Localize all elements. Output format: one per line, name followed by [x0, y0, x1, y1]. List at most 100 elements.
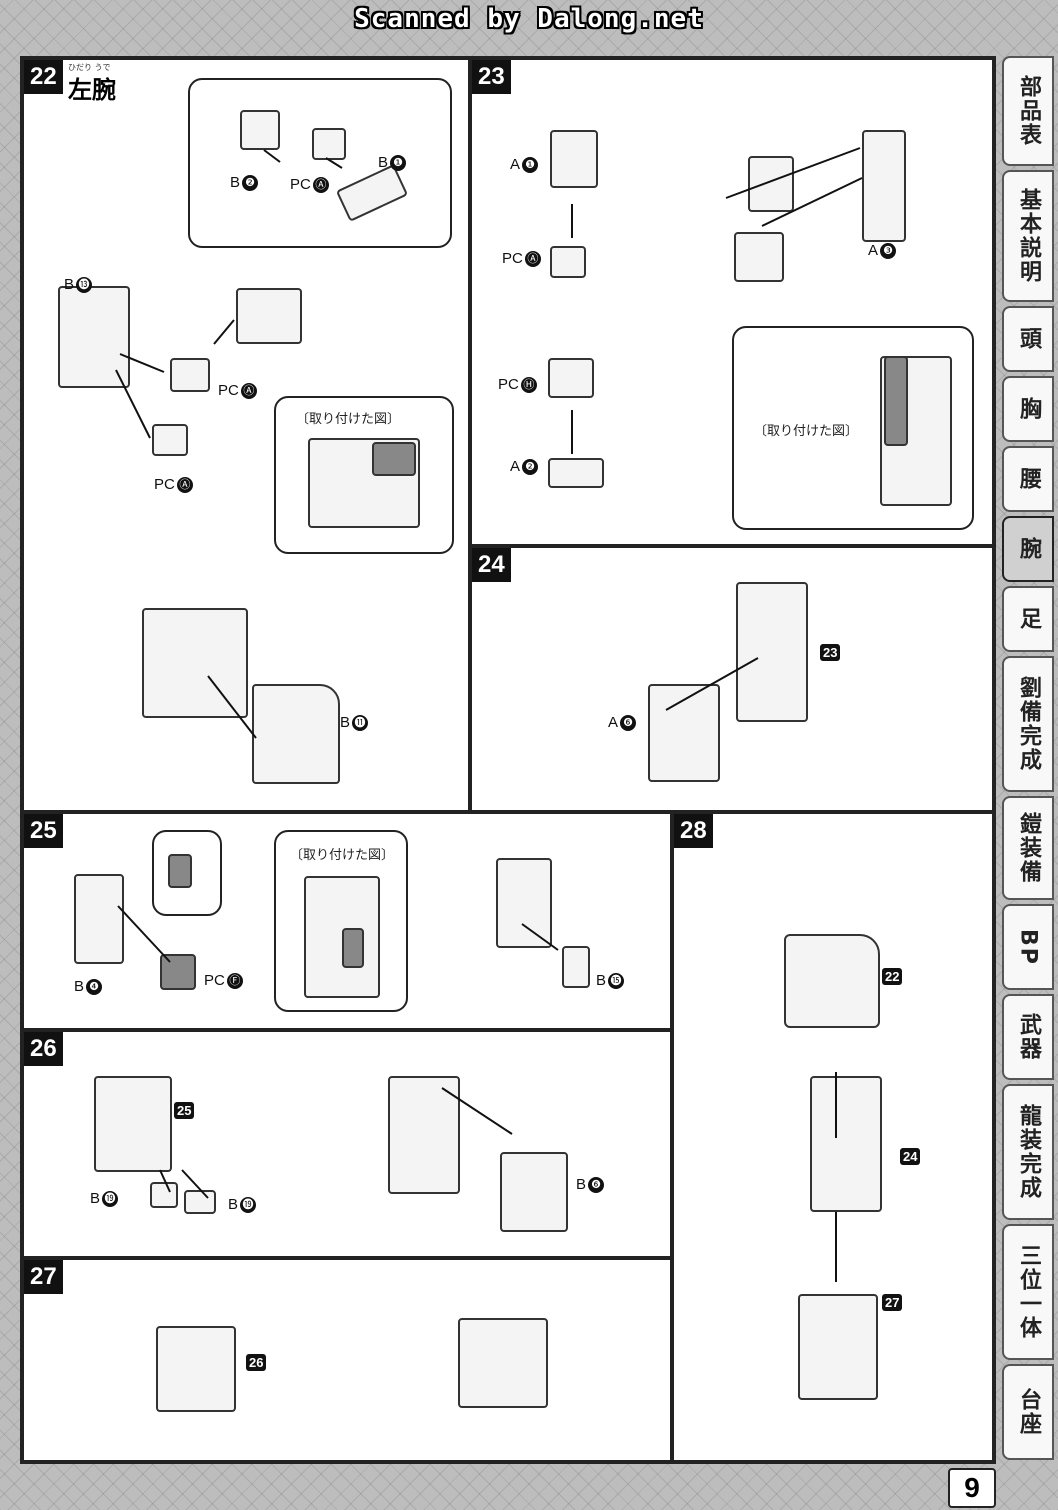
callout-attached-view: 〔取り付けた図〕 [732, 326, 974, 530]
part-b15 [562, 946, 590, 988]
part-pcf-detail [168, 854, 192, 888]
callout-detail [152, 830, 222, 916]
part-b1-assembly [236, 288, 302, 344]
part-a3 [862, 130, 906, 242]
scan-watermark: Scanned by Dalong.net [354, 4, 704, 34]
assembly-23 [736, 582, 808, 722]
tab-chest[interactable]: 胸 [1002, 376, 1054, 442]
tab-parts-list[interactable]: 部品表 [1002, 56, 1054, 166]
step-number: 24 [472, 548, 511, 582]
part-pca-rotated [734, 232, 784, 282]
step-number: 28 [674, 814, 713, 848]
assembly-arrows [115, 147, 863, 1282]
part-b2 [240, 110, 280, 150]
ref-25: 25 [174, 1102, 195, 1119]
ref-23: 23 [820, 644, 841, 661]
step-title: 左腕 [68, 76, 116, 104]
page-number: 9 [948, 1468, 996, 1508]
part-a1-rotated [748, 156, 794, 212]
attached-view-shaded [342, 928, 364, 968]
step-number: 23 [472, 60, 511, 94]
arm-assembly [496, 858, 552, 948]
attached-view-label: 〔取り付けた図〕 [290, 848, 395, 863]
tab-bp[interactable]: BP [1002, 904, 1054, 990]
tab-waist[interactable]: 腰 [1002, 446, 1054, 512]
attached-view-shaded [884, 356, 908, 446]
arm-assembly [388, 1076, 460, 1194]
ref-26: 26 [246, 1354, 267, 1371]
step-27-panel: 27 26 [22, 1258, 672, 1462]
part-pca-2 [152, 424, 188, 456]
tab-trinity[interactable]: 三位一体 [1002, 1224, 1054, 1360]
assembly-24 [810, 1076, 882, 1212]
part-pca [312, 128, 346, 160]
ref-24: 24 [900, 1148, 921, 1165]
tab-dragon-complete[interactable]: 龍装完成 [1002, 1084, 1054, 1220]
arm-assembly-after [458, 1318, 548, 1408]
tab-weapons[interactable]: 武器 [1002, 994, 1054, 1080]
assembly-22 [784, 934, 880, 1028]
step-number: 25 [24, 814, 63, 848]
part-b4 [74, 874, 124, 964]
tab-liubei-complete[interactable]: 劉備完成 [1002, 656, 1054, 792]
step-number: 27 [24, 1260, 63, 1294]
callout-attached-view: 〔取り付けた図〕 [274, 830, 408, 1012]
part-a2 [548, 458, 604, 488]
step-number: 22 [24, 60, 63, 94]
tab-head[interactable]: 頭 [1002, 306, 1054, 372]
tab-basics[interactable]: 基本説明 [1002, 170, 1054, 302]
arm-assembly [142, 608, 248, 718]
step-number: 26 [24, 1032, 63, 1066]
step-28-panel: 28 22 24 27 [672, 812, 994, 1462]
arm-assembly-before [156, 1326, 236, 1412]
assembly-27 [798, 1294, 878, 1400]
part-b13 [58, 286, 130, 388]
assembly-25 [94, 1076, 172, 1172]
part-pca-1 [170, 358, 210, 392]
title-ruby: ひだり うで [68, 63, 111, 72]
tab-base[interactable]: 台座 [1002, 1364, 1054, 1460]
part-pca [550, 246, 586, 278]
ref-27: 27 [882, 1294, 903, 1311]
part-b19-left [150, 1182, 178, 1208]
part-pcf [160, 954, 196, 990]
tab-arm[interactable]: 腕 [1002, 516, 1054, 582]
tab-leg[interactable]: 足 [1002, 586, 1054, 652]
attached-view-shaded [372, 442, 416, 476]
part-b19-right [184, 1190, 216, 1214]
ref-22: 22 [882, 968, 903, 985]
part-a1 [550, 130, 598, 188]
part-b6 [500, 1152, 568, 1232]
callout-attached-view: 〔取り付けた図〕 [274, 396, 454, 554]
part-pch [548, 358, 594, 398]
attached-view-label: 〔取り付けた図〕 [296, 412, 401, 427]
tab-armor[interactable]: 鎧装備 [1002, 796, 1054, 900]
attached-view-label: 〔取り付けた図〕 [754, 424, 859, 439]
